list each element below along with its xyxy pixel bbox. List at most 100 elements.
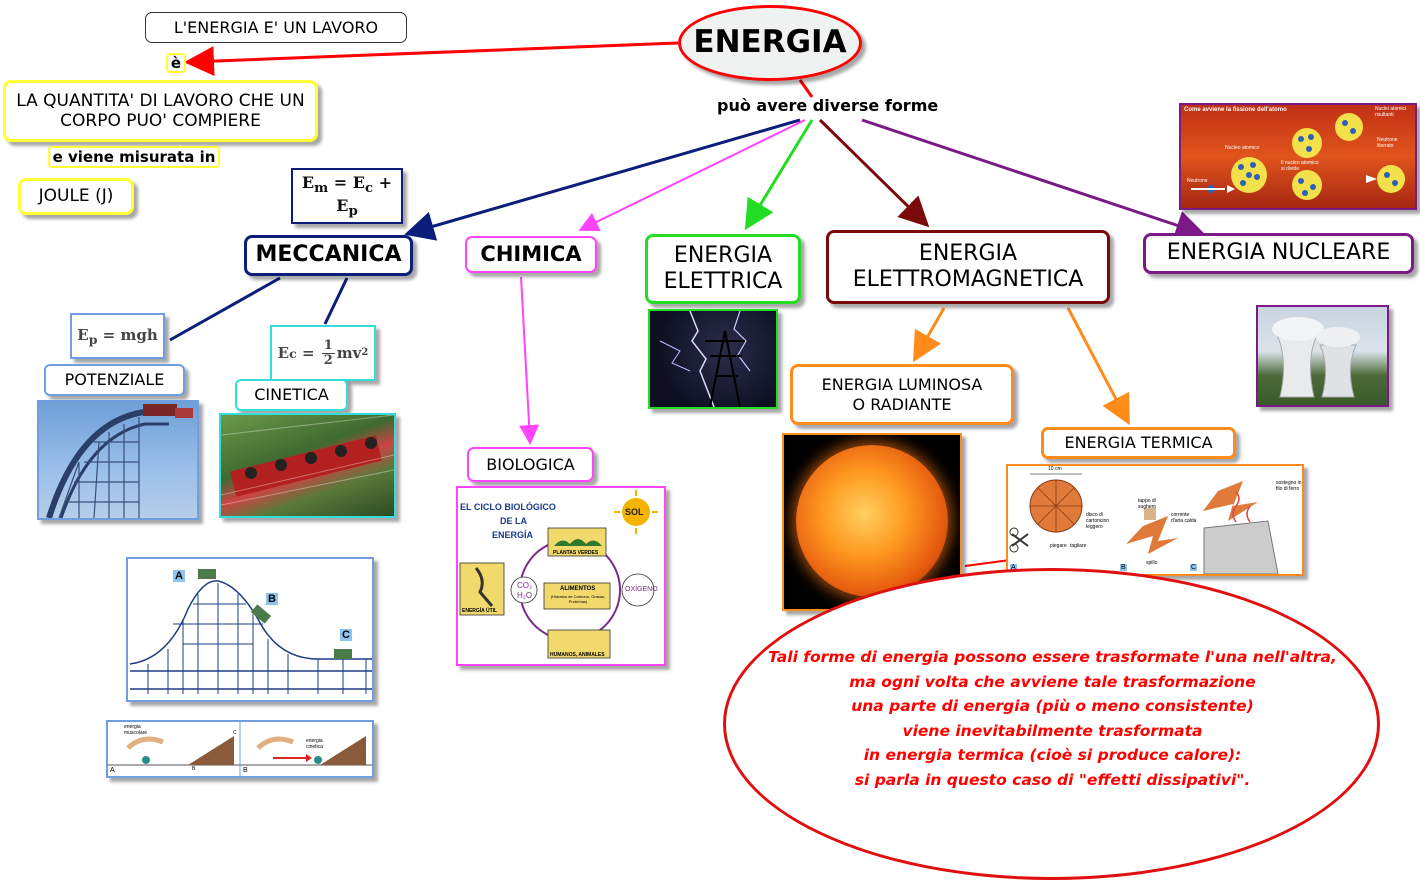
- thermal-panel-a: A: [1010, 564, 1017, 571]
- thermal-width-label: 10 cm: [1048, 466, 1062, 472]
- formula-ep-sub2: p: [88, 331, 98, 347]
- definition-statement-node[interactable]: L'ENERGIA E' UN LAVORO: [145, 12, 407, 43]
- formula-sq: 2: [361, 347, 369, 358]
- formula-em-eq: =: [328, 172, 353, 192]
- fission-neutron: Neutrone: [1187, 178, 1208, 184]
- forms-link-label: può avere diverse forme: [717, 96, 939, 115]
- formula-em-sub: m: [314, 180, 329, 197]
- link-meccanica: [404, 118, 801, 241]
- definition-unit-node[interactable]: JOULE (J): [18, 178, 134, 215]
- link-luminosa: [913, 307, 946, 363]
- ramp-point-b: B: [192, 766, 196, 772]
- formula-fraction: 1 2: [321, 337, 335, 367]
- formula-ec-sub: c: [364, 180, 374, 197]
- note-line-2: ma ogni volta che avviene tale trasforma…: [849, 672, 1256, 691]
- cinetica-label: CINETICA: [254, 385, 329, 405]
- meccanica-formula-box: Em = Ec + Ep: [291, 168, 403, 224]
- definition-unit-text: JOULE (J): [38, 186, 114, 207]
- formula-plus: +: [373, 172, 393, 192]
- fission-freed: Neutrone liberato: [1377, 137, 1398, 149]
- thermal-pin-label: spillo: [1146, 560, 1158, 566]
- cycle-food-detail: (Hidratos de Carbono, Grasas, Proteínas): [550, 594, 606, 604]
- nucleare-label: ENERGIA NUCLEARE: [1166, 240, 1391, 266]
- definition-verb-text: è: [170, 54, 182, 72]
- cycle-title-2: DE LA: [500, 516, 527, 526]
- luminosa-label-1: ENERGIA LUMINOSA: [821, 375, 983, 395]
- cycle-food: ALIMENTOS: [560, 586, 596, 592]
- link-potenziale: [169, 276, 281, 342]
- note-line-1: Tali forme di energia possono essere tra…: [768, 648, 1337, 666]
- elettromagnetica-label-1: ENERGIA: [918, 240, 1018, 266]
- thermal-fold-label: piegare: [1050, 543, 1067, 549]
- cycle-title-1: EL CICLO BIOLÓGICO: [460, 502, 556, 512]
- ramp-left-label: energia muscolare: [124, 724, 148, 736]
- chimica-label: CHIMICA: [480, 241, 582, 266]
- formula-ep-e2: E: [77, 325, 89, 344]
- note-line-3: una parte di energia (più o meno consist…: [851, 697, 1254, 716]
- formula-ec-eq: =: [296, 344, 320, 362]
- formula-mv: mv: [336, 344, 362, 362]
- meccanica-label: MECCANICA: [255, 242, 402, 268]
- elettromagnetica-node[interactable]: ENERGIA ELETTROMAGNETICA: [826, 230, 1110, 304]
- link-elettromagnetica: [818, 118, 930, 228]
- cinetica-node[interactable]: CINETICA: [235, 379, 348, 411]
- potenziale-node[interactable]: POTENZIALE: [44, 364, 185, 396]
- link-chimica: [578, 119, 806, 231]
- link-energia-forms: [798, 79, 814, 98]
- nuclear-fission-diagram: Come avviene la fissione dell'atomo Nucl…: [1179, 103, 1417, 210]
- ramp-right-label: energia cinetica: [306, 738, 323, 750]
- definition-statement-text: L'ENERGIA E' UN LAVORO: [173, 17, 379, 37]
- thermal-cork-label: tappo di sughero: [1138, 498, 1157, 510]
- link-elettrica: [744, 119, 814, 231]
- root-title: ENERGIA: [693, 24, 847, 61]
- sun-disc: [796, 445, 948, 597]
- thermal-support-label: sostegno in filo di ferro: [1276, 480, 1302, 492]
- elettrica-node[interactable]: ENERGIA ELETTRICA: [645, 234, 801, 304]
- ramp-panel-a: A: [110, 767, 115, 774]
- definition-verb-node[interactable]: è: [166, 53, 186, 73]
- luminosa-label-2: O RADIANTE: [852, 394, 952, 414]
- biologica-node[interactable]: BIOLOGICA: [467, 447, 594, 482]
- luminosa-node[interactable]: ENERGIA LUMINOSA O RADIANTE: [790, 364, 1014, 425]
- definition-quantity-node[interactable]: LA QUANTITA' DI LAVORO CHE UN CORPO PUO'…: [3, 80, 318, 142]
- thermal-air-label: corrente d'aria calda: [1171, 512, 1197, 524]
- ramp-energy-diagram: energia muscolare energia cinetica A B B…: [106, 720, 374, 778]
- root-energia-node[interactable]: ENERGIA: [678, 5, 862, 81]
- coaster-label-b: B: [266, 593, 278, 605]
- termica-node[interactable]: ENERGIA TERMICA: [1041, 427, 1236, 459]
- link-note: [964, 559, 1011, 567]
- formula-fraction-num: 1: [321, 337, 335, 354]
- thermal-cut-label: tagliare: [1070, 543, 1087, 549]
- ramp-panel-b: B: [243, 767, 248, 774]
- definition-measured-node[interactable]: e viene misurata in: [48, 146, 220, 168]
- thermal-spiral-diagram: 10 cm disco di cartoncino leggero piegar…: [1006, 464, 1304, 576]
- nucleare-node[interactable]: ENERGIA NUCLEARE: [1143, 233, 1414, 274]
- formula-ep-rest: = mgh: [97, 325, 158, 344]
- biologica-label: BIOLOGICA: [486, 454, 575, 474]
- formula-ep-sub: p: [348, 203, 358, 220]
- formula-ec-sub2: c: [289, 345, 297, 361]
- elettrica-label-1: ENERGIA: [673, 242, 773, 268]
- formula-ep-e: E: [336, 196, 349, 215]
- thermal-panel-c: C: [1190, 564, 1198, 571]
- elettrica-label-2: ELETTRICA: [663, 269, 783, 294]
- cycle-oxygen: OXÍGENO: [625, 586, 658, 593]
- termica-label: ENERGIA TERMICA: [1064, 433, 1213, 453]
- coaster-motion-photo: [219, 413, 396, 518]
- coaster-energy-diagram: A B C: [126, 557, 374, 702]
- note-line-6: si parla in questo caso di "effetti diss…: [854, 770, 1251, 789]
- chimica-node[interactable]: CHIMICA: [465, 236, 597, 273]
- coaster-label-a: A: [173, 570, 185, 582]
- fission-title: Come avviene la fissione dell'atomo: [1184, 107, 1287, 113]
- formula-ec-e: E: [352, 172, 365, 192]
- link-biologica: [519, 276, 540, 445]
- potenziale-formula-box: Ep = mgh: [70, 313, 165, 359]
- cycle-title-3: ENERGÍA: [492, 530, 534, 540]
- meccanica-node[interactable]: MECCANICA: [244, 235, 413, 276]
- thermal-panel-b: B: [1120, 564, 1127, 571]
- link-termica: [1066, 307, 1130, 426]
- cycle-co2: CO₂: [517, 581, 533, 590]
- note-line-4: viene inevitabilmente trasformata: [902, 721, 1203, 740]
- lightning-pylon-photo: [648, 309, 778, 409]
- dissipation-note[interactable]: [723, 568, 1380, 880]
